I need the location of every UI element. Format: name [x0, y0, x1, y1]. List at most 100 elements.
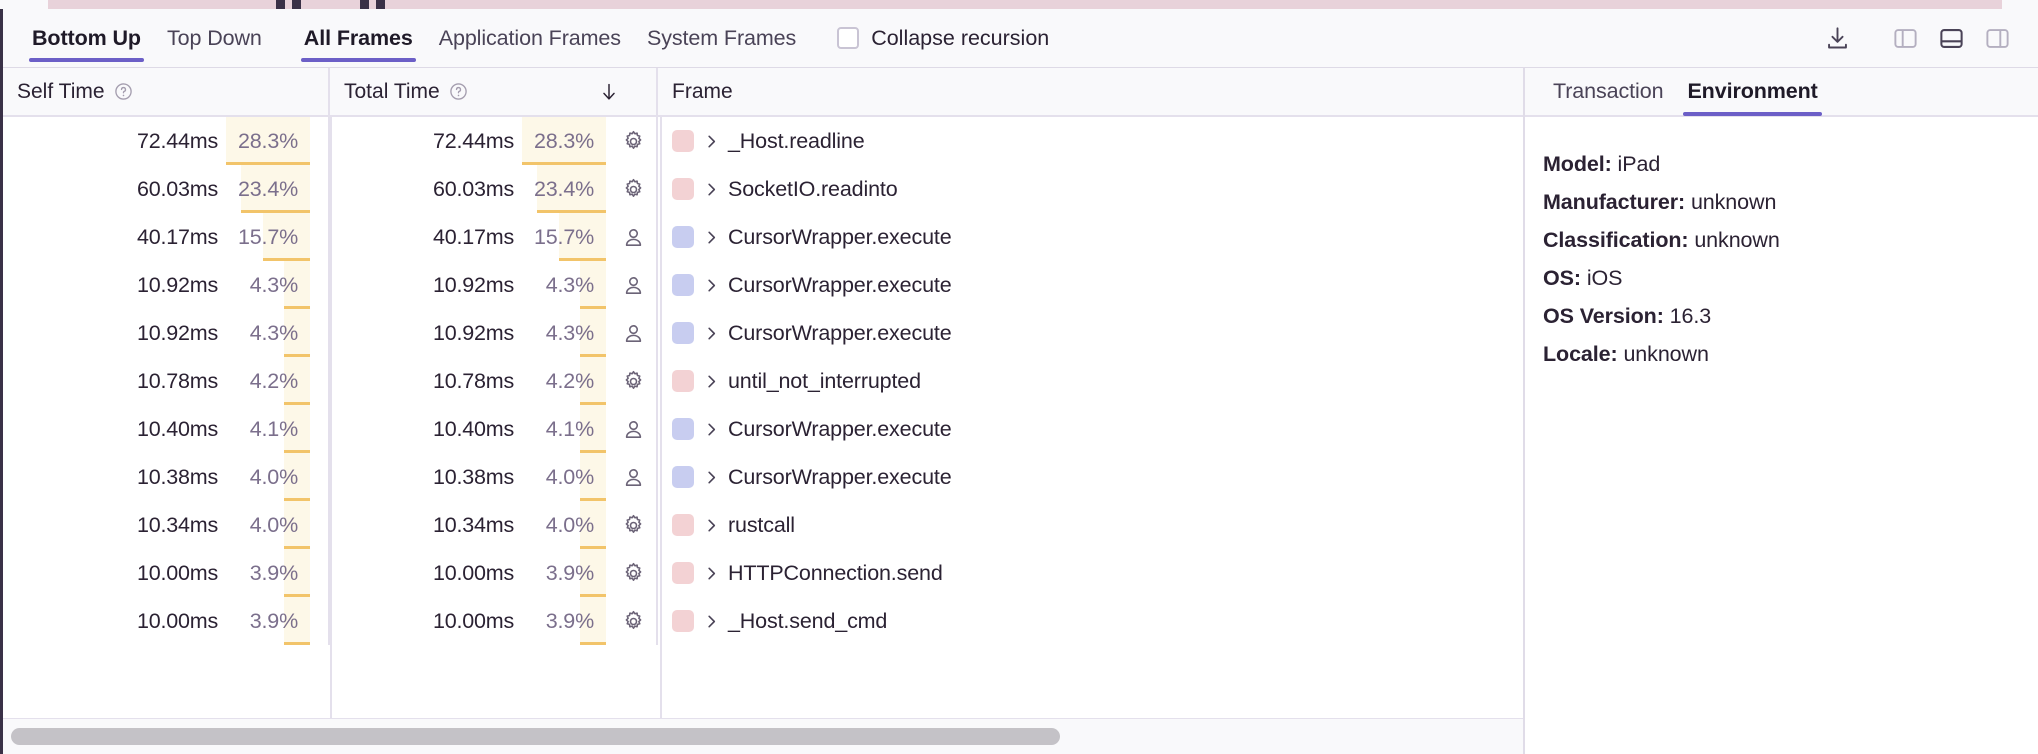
self-percent-cell: 3.9% [226, 597, 310, 645]
percent-label: 4.1% [545, 416, 594, 441]
horizontal-scrollbar-thumb[interactable] [11, 728, 1060, 745]
horizontal-scrollbar[interactable] [3, 718, 1523, 754]
download-icon[interactable] [1814, 15, 1860, 61]
chevron-right-icon[interactable] [694, 422, 728, 437]
self-percent-cell: 4.2% [226, 357, 310, 405]
chevron-right-icon[interactable] [694, 278, 728, 293]
total-time-value: 10.40ms [432, 416, 514, 441]
cell-frame[interactable]: until_not_interrupted [658, 357, 1523, 405]
chevron-right-icon[interactable] [694, 230, 728, 245]
chevron-right-icon[interactable] [694, 134, 728, 149]
self-time-value: 10.78ms [136, 368, 218, 393]
cell-frame[interactable]: CursorWrapper.execute [658, 261, 1523, 309]
person-icon [610, 417, 656, 442]
details-tab-bar: Transaction Environment [1525, 68, 2038, 117]
chevron-right-icon[interactable] [694, 326, 728, 341]
column-header-self-time[interactable]: Self Time [3, 68, 330, 115]
cell-frame[interactable]: _Host.readline [658, 117, 1523, 165]
strip-tick [376, 0, 385, 9]
tab-top-down[interactable]: Top Down [166, 25, 262, 50]
tab-bottom-up[interactable]: Bottom Up [19, 15, 154, 62]
percent-highlight [522, 117, 606, 163]
cell-frame[interactable]: HTTPConnection.send [658, 549, 1523, 597]
column-header-total-time[interactable]: Total Time [330, 68, 658, 115]
percent-highlight [580, 309, 606, 355]
total-time-value: 10.00ms [432, 560, 514, 585]
percent-bar [580, 354, 606, 357]
layout-bottom-panel-icon[interactable] [1928, 15, 1974, 61]
column-header-frame[interactable]: Frame [658, 68, 1523, 115]
percent-highlight [263, 213, 310, 259]
cell-frame[interactable]: SocketIO.readinto [658, 165, 1523, 213]
percent-label: 15.7% [534, 224, 594, 249]
frame-name: CursorWrapper.execute [728, 272, 952, 297]
self-percent-cell: 4.3% [226, 261, 310, 309]
environment-row: Locale: unknown [1543, 335, 2038, 373]
tab-transaction[interactable]: Transaction [1553, 78, 1664, 103]
help-icon[interactable] [114, 82, 133, 101]
tab-environment[interactable]: Environment [1675, 68, 1829, 116]
chevron-right-icon[interactable] [694, 374, 728, 389]
environment-value: unknown [1690, 190, 1777, 214]
percent-label: 4.3% [545, 320, 594, 345]
percent-highlight [580, 405, 606, 451]
frame-color-swatch [672, 610, 694, 632]
help-icon[interactable] [449, 82, 468, 101]
chevron-right-icon[interactable] [694, 470, 728, 485]
total-percent-cell: 4.0% [522, 501, 606, 549]
cell-frame[interactable]: CursorWrapper.execute [658, 309, 1523, 357]
percent-label: 23.4% [238, 176, 298, 201]
chevron-right-icon[interactable] [694, 614, 728, 629]
cell-frame[interactable]: CursorWrapper.execute [658, 453, 1523, 501]
tab-application-frames[interactable]: Application Frames [438, 25, 621, 50]
percent-highlight [284, 357, 310, 403]
strip-tick [292, 0, 301, 9]
layout-right-panel-icon[interactable] [1974, 15, 2020, 61]
environment-value: unknown [1694, 228, 1780, 252]
chevron-right-icon[interactable] [694, 518, 728, 533]
self-percent-cell: 4.3% [226, 309, 310, 357]
cell-frame[interactable]: _Host.send_cmd [658, 597, 1523, 645]
cell-frame[interactable]: rustcall [658, 501, 1523, 549]
tab-system-frames[interactable]: System Frames [646, 25, 797, 50]
collapse-recursion-checkbox[interactable] [837, 27, 860, 49]
chevron-right-icon[interactable] [694, 182, 728, 197]
cell-frame[interactable]: CursorWrapper.execute [658, 213, 1523, 261]
total-percent-cell: 3.9% [522, 549, 606, 597]
collapse-recursion-toggle[interactable]: Collapse recursion [837, 26, 1049, 51]
environment-key: Classification: [1543, 228, 1689, 252]
percent-bar [580, 450, 606, 453]
tab-all-frames[interactable]: All Frames [291, 15, 426, 62]
chevron-right-icon[interactable] [694, 566, 728, 581]
layout-left-panel-icon[interactable] [1882, 15, 1928, 61]
cell-frame[interactable]: CursorWrapper.execute [658, 405, 1523, 453]
frame-name: HTTPConnection.send [728, 560, 943, 585]
percent-label: 28.3% [238, 128, 298, 153]
percent-label: 23.4% [534, 176, 594, 201]
percent-bar [284, 642, 310, 645]
percent-label: 4.3% [249, 320, 298, 345]
environment-value: iPad [1617, 152, 1661, 176]
environment-key: Model: [1543, 152, 1612, 176]
total-time-value: 72.44ms [432, 128, 514, 153]
total-time-value: 10.92ms [432, 272, 514, 297]
total-percent-cell: 4.3% [522, 261, 606, 309]
environment-key: OS: [1543, 266, 1581, 290]
sort-descending-icon[interactable] [598, 81, 620, 103]
